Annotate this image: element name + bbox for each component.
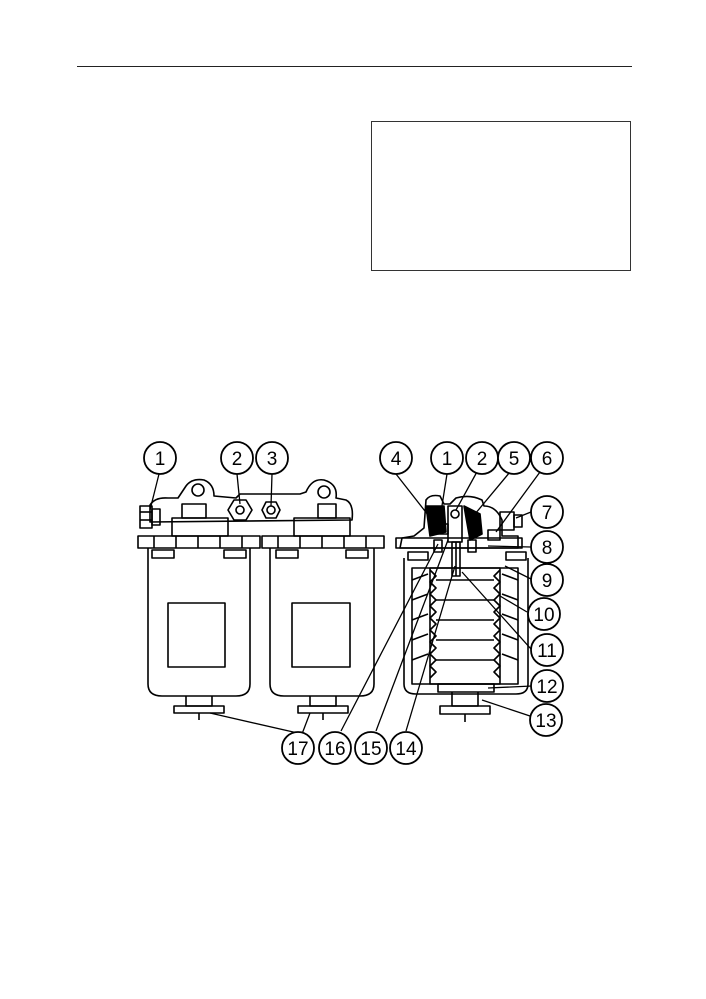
top-rule (77, 66, 632, 67)
callout-1: 1 (143, 441, 177, 475)
svg-text:14: 14 (395, 739, 417, 760)
leader-lines (149, 469, 541, 735)
callouts: 1 2 3 4 1 2 5 6 (143, 441, 564, 765)
svg-text:15: 15 (360, 739, 381, 760)
twin-filter-assembly (137, 478, 385, 720)
callout-12: 12 (530, 669, 564, 703)
svg-text:17: 17 (287, 739, 308, 760)
callout-7: 7 (530, 495, 564, 529)
svg-text:16: 16 (324, 739, 345, 760)
callout-15: 15 (354, 731, 388, 765)
callout-11: 11 (530, 633, 564, 667)
svg-text:6: 6 (542, 449, 553, 470)
callout-1-section: 1 (430, 441, 464, 475)
svg-text:9: 9 (542, 571, 553, 592)
callout-9: 9 (530, 563, 564, 597)
callout-5: 5 (497, 441, 531, 475)
callout-14: 14 (389, 731, 423, 765)
filter-cross-section (395, 494, 529, 722)
svg-text:10: 10 (533, 605, 554, 626)
note-box (371, 121, 631, 271)
svg-text:1: 1 (155, 449, 166, 470)
svg-text:1: 1 (442, 449, 453, 470)
callout-16: 16 (318, 731, 352, 765)
svg-text:13: 13 (535, 711, 556, 732)
callout-8: 8 (530, 530, 564, 564)
svg-text:5: 5 (509, 449, 520, 470)
svg-text:4: 4 (391, 449, 402, 470)
callout-4: 4 (379, 441, 413, 475)
svg-text:7: 7 (542, 503, 553, 524)
svg-text:2: 2 (232, 449, 243, 470)
callout-2-section: 2 (465, 441, 499, 475)
svg-text:2: 2 (477, 449, 488, 470)
callout-13: 13 (529, 703, 563, 737)
callout-6: 6 (530, 441, 564, 475)
svg-text:3: 3 (267, 449, 278, 470)
svg-text:12: 12 (536, 677, 557, 698)
callout-17: 17 (281, 731, 315, 765)
svg-text:11: 11 (537, 641, 557, 662)
callout-10: 10 (527, 597, 561, 631)
svg-text:8: 8 (542, 538, 553, 559)
callout-3: 3 (255, 441, 289, 475)
callout-2: 2 (220, 441, 254, 475)
